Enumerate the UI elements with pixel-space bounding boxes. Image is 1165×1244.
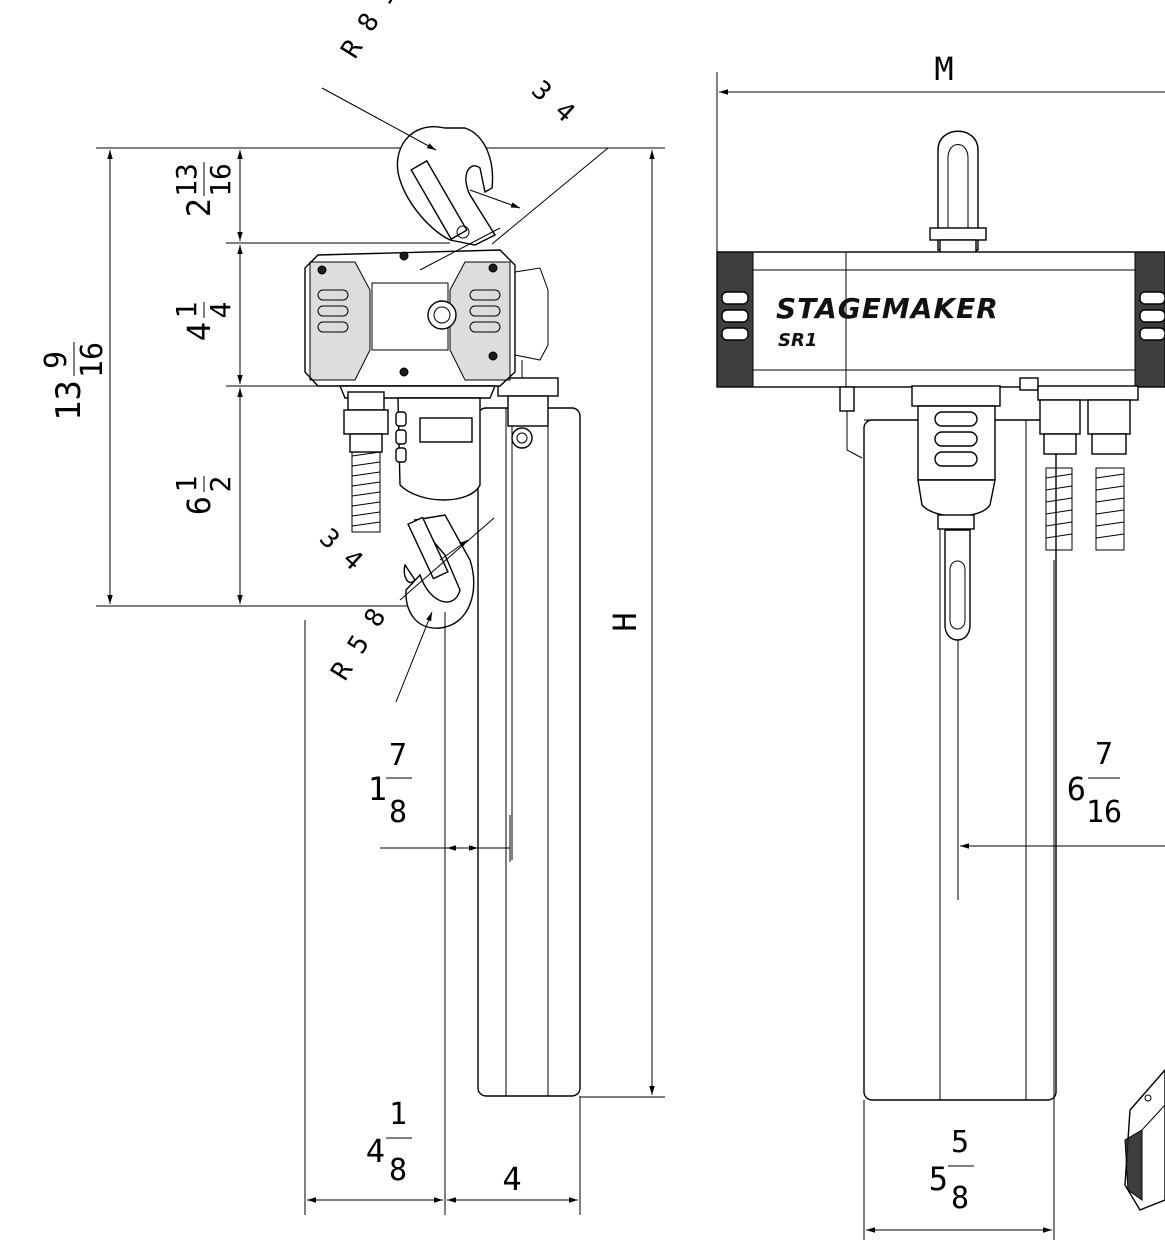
lower-height-label: 6 1 2 [170,476,237,516]
svg-text:1: 1 [170,302,203,319]
svg-text:5: 5 [951,1125,969,1160]
dimension-H-label: H [606,612,644,631]
front-offset-label: 6 7 16 [1067,737,1122,830]
bottom-hook [403,514,475,629]
body-height-label: 4 1 4 [170,302,237,342]
svg-text:16: 16 [204,163,237,197]
svg-text:7: 7 [1095,737,1113,772]
chain-clip [497,360,559,449]
svg-text:1: 1 [389,1097,407,1132]
svg-text:16: 16 [75,342,110,378]
front-motor-housing: STAGEMAKER SR1 [716,251,1165,388]
model-logo: SR1 [778,330,817,351]
side-cable-gland [343,391,389,533]
front-left-fitting [839,386,863,459]
svg-text:1: 1 [368,770,387,808]
svg-text:8: 8 [389,795,407,830]
top-hook-dims [321,87,609,245]
bottom-hook-throat-label: 3 4 [313,523,368,577]
front-cable-glands [1019,377,1139,551]
svg-text:9: 9 [39,351,74,369]
dimension-M: M [716,50,1165,258]
svg-text:3 4: 3 4 [313,523,368,577]
bottom-hook-dims [395,517,495,703]
iso-view-partial [1124,1068,1165,1211]
bag-width-label: 4 [502,1160,521,1198]
brand-logo: STAGEMAKER [776,292,999,325]
side-bottom-dims [304,612,581,1215]
side-motor-body [304,227,549,387]
svg-text:8: 8 [389,1153,407,1188]
front-bottom-dims [863,560,1165,1240]
side-depth-label: 4 1 8 [366,1097,412,1188]
svg-text:4: 4 [204,302,237,319]
svg-text:M: M [934,50,953,88]
svg-text:16: 16 [1086,795,1122,830]
svg-text:13: 13 [49,380,89,421]
svg-text:R 5 8: R 5 8 [325,603,392,685]
svg-text:H: H [606,612,644,631]
bottom-hook-radius-label: R 5 8 [325,603,392,685]
svg-text:7: 7 [389,738,407,773]
front-top-shackle [929,130,987,255]
svg-text:2: 2 [204,476,237,493]
svg-text:4: 4 [366,1132,385,1170]
svg-text:2: 2 [180,198,218,217]
top-hook-radius-label: R 8 1 5 [335,0,419,64]
hook-height-label: 2 13 16 [170,162,237,217]
svg-text:8: 8 [951,1181,969,1216]
svg-text:6: 6 [1067,770,1086,808]
svg-text:5: 5 [929,1160,948,1198]
svg-text:1: 1 [170,476,203,493]
front-lower-block [911,385,1001,850]
overall-height-label: 13 9 16 [39,342,110,421]
top-hook-throat-label: 3 4 [525,75,580,129]
svg-text:4: 4 [180,322,218,341]
svg-text:R 8 1 5: R 8 1 5 [335,0,419,64]
front-width-label: 5 5 8 [929,1125,974,1216]
top-hook [396,126,497,246]
svg-text:6: 6 [180,496,218,515]
svg-text:3 4: 3 4 [525,75,580,129]
svg-text:13: 13 [170,163,203,197]
side-chain-bag [477,407,581,1097]
height-dimension-lines [96,147,665,1098]
bag-offset-label: 1 7 8 [368,738,412,830]
